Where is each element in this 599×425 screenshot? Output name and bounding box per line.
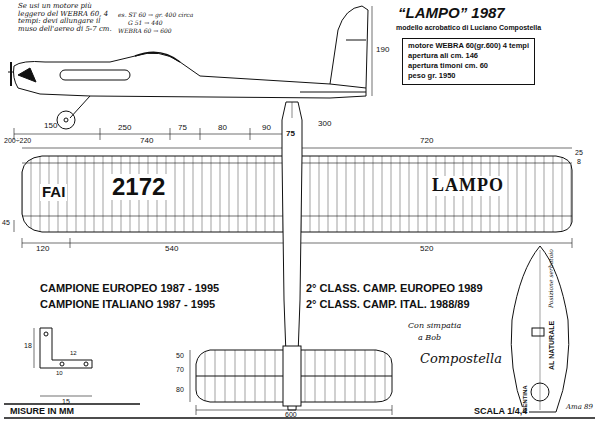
plan-label: 25: [575, 149, 583, 157]
plan-label: 70: [176, 366, 184, 374]
plan-label: LAMPO: [430, 176, 506, 196]
spec-row: motore WEBRA 60(gr.600) 4 tempi: [408, 41, 529, 51]
plan-label: CAMPIONE EUROPEO 1987 - 1995: [40, 282, 219, 294]
plan-label: 10: [56, 370, 63, 377]
plan-label: 740: [140, 137, 153, 146]
plan-label: 8: [577, 158, 581, 166]
plan-label: 80: [176, 386, 184, 394]
plan-label: 190: [376, 46, 389, 55]
plan-label: 120: [36, 245, 49, 254]
plan-label: SCALA 1/4,4: [472, 407, 529, 417]
plan-label: CENTINA: [522, 385, 529, 412]
plan-label: 80: [218, 124, 227, 133]
plan-label: 250: [118, 124, 131, 133]
plan-label: Con simpatia: [408, 322, 461, 331]
plan-label: 18: [24, 342, 32, 350]
plan-label: es. ST 60 → gr. 400 circa: [118, 12, 193, 19]
plan-label: WEBRA 60 → 600: [118, 28, 172, 35]
plan-label: modello acrobatico di Luciano Compostell…: [396, 24, 541, 32]
plan-label: 520: [420, 245, 433, 254]
plan-label: 15: [62, 398, 70, 406]
plan-label: 600: [285, 411, 297, 419]
plan-label: 90: [262, 124, 271, 133]
plan-label: a Bob: [418, 334, 441, 343]
plan-label: AL NATURALE: [548, 321, 556, 370]
plan-label: 300: [318, 120, 331, 129]
spec-table: motore WEBRA 60(gr.600) 4 tempiapertura …: [402, 38, 535, 85]
plan-label: 200÷220: [4, 137, 31, 145]
plan-label: 2172: [110, 174, 167, 200]
plan-label: FAI: [40, 184, 67, 201]
spec-row: apertura ali cm. 146: [408, 51, 529, 61]
plan-label: 75: [286, 130, 295, 139]
spec-row: apertura timoni cm. 60: [408, 61, 529, 71]
plan-label: 540: [165, 245, 178, 254]
plan-label: 45: [2, 219, 10, 227]
plan-label: Posizione serbatoio: [548, 249, 555, 308]
plan-label: Se usi un motore più leggero del WEBRA 6…: [18, 3, 113, 34]
plan-title: “LAMPO” 1987: [398, 5, 505, 22]
plan-label: Ama 89: [566, 404, 593, 412]
plan-label: G 51 → 440: [128, 20, 163, 27]
plan-label: CAMPIONE ITALIANO 1987 - 1995: [40, 298, 215, 310]
plan-label: 150: [44, 122, 57, 131]
plan-label: 50: [176, 352, 184, 360]
plan-label: 2° CLASS. CAMP. EUROPEO 1989: [306, 282, 483, 294]
plan-label: 12: [70, 350, 77, 357]
plan-label: 720: [420, 137, 433, 146]
spec-row: peso gr. 1950: [408, 71, 529, 81]
plan-label: 75: [178, 124, 187, 133]
plan-label: 2° CLASS. CAMP. ITAL. 1988/89: [306, 298, 470, 310]
plan-label: MISURE IN MM: [8, 407, 76, 417]
plan-label: Compostella: [420, 352, 502, 366]
